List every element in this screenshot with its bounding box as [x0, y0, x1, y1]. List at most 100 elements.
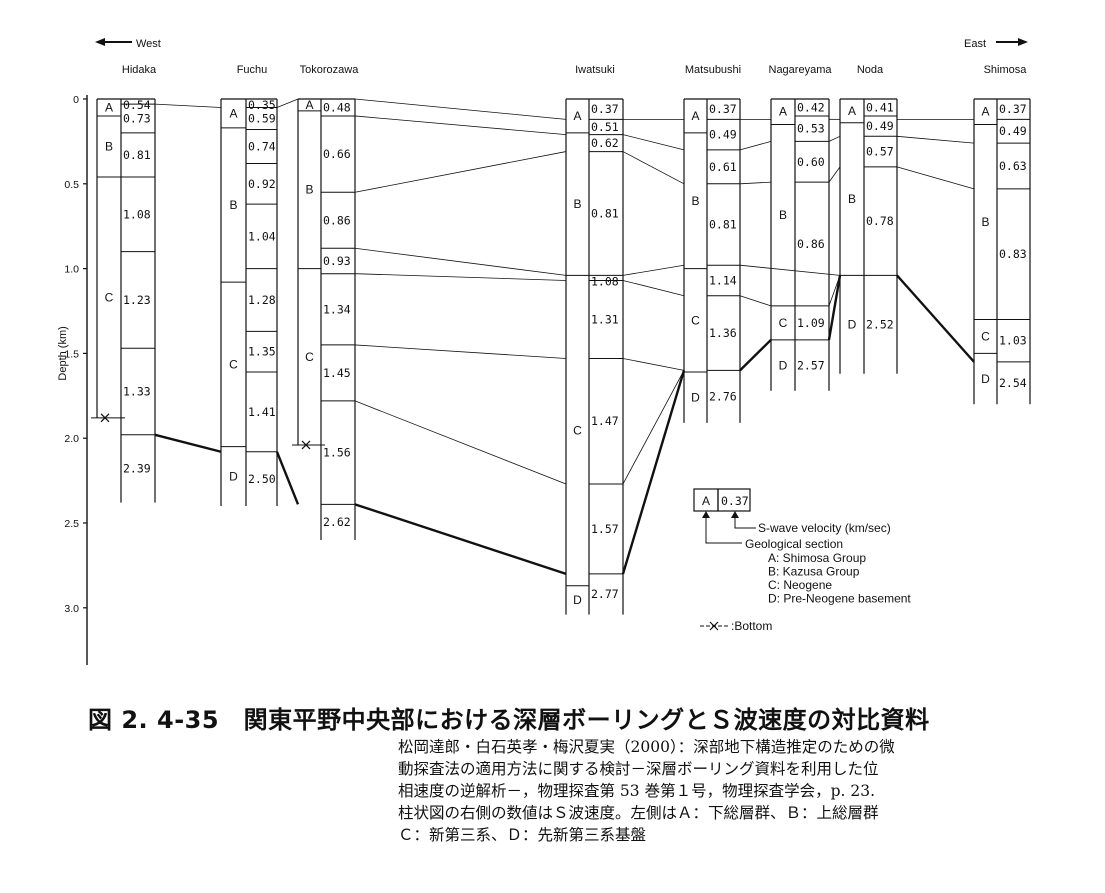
velocity-value: 0.61: [709, 160, 737, 174]
velocity-value: 1.41: [248, 405, 276, 419]
geology-label: A: [691, 109, 699, 123]
west-label: West: [136, 38, 161, 50]
correlation-line: [354, 247, 567, 276]
geology-label: D: [229, 469, 238, 483]
correlation-line: [739, 181, 772, 185]
legend-item: A: Shimosa Group: [768, 551, 866, 565]
legend-item: D: Pre-Neogene basement: [768, 592, 911, 606]
velocity-value: 2.52: [866, 318, 894, 332]
geology-label: A: [981, 105, 989, 119]
source-line: 相速度の逆解析－，物理探査第 53 巻第１号，物理探査学会，p. 23.: [398, 782, 876, 800]
velocity-value: 0.62: [591, 136, 619, 150]
correlation-line: [354, 344, 567, 359]
legend-bottom-caption: :Bottom: [731, 619, 772, 633]
velocity-value: 0.37: [591, 102, 619, 116]
velocity-value: 0.49: [866, 119, 894, 133]
correlation-line: [896, 166, 975, 190]
correlation-line: [622, 134, 685, 151]
velocity-value: 1.23: [123, 293, 151, 307]
velocity-value: 2.54: [999, 376, 1027, 390]
velocity-value: 0.92: [248, 177, 276, 191]
geology-label: D: [573, 593, 582, 607]
velocity-value: 1.31: [591, 312, 619, 326]
velocity-value: 1.34: [323, 302, 351, 316]
velocity-value: 1.03: [999, 334, 1027, 348]
borehole-tokorozawa: TokorozawaABC0.480.660.860.931.341.451.5…: [292, 64, 359, 540]
velocity-value: 2.50: [248, 472, 276, 486]
geology-label: C: [981, 329, 990, 343]
arrow-up-icon: [731, 511, 739, 518]
velocity-value: 1.47: [591, 414, 619, 428]
geology-label: A: [305, 98, 313, 112]
correlation-line: [739, 295, 772, 307]
geology-label: C: [691, 313, 700, 327]
axis-title: Depth (km): [57, 326, 69, 380]
correlation-line: [622, 264, 685, 276]
velocity-value: 1.57: [591, 522, 619, 536]
geology-label: A: [848, 104, 856, 118]
correlation-line: [354, 273, 567, 281]
velocity-value: 0.41: [866, 100, 894, 114]
velocity-value: 1.04: [248, 229, 276, 243]
geology-label: D: [981, 372, 990, 386]
velocity-value: 0.51: [591, 120, 619, 134]
velocity-value: 0.78: [866, 214, 894, 228]
velocity-value: 1.35: [248, 345, 276, 359]
basement-correlation-line: [275, 451, 300, 505]
east-label: East: [964, 38, 986, 50]
velocity-value: 0.37: [709, 102, 737, 116]
velocity-value: 0.66: [323, 147, 351, 161]
borehole-name: Hidaka: [122, 64, 157, 76]
velocity-value: 1.08: [123, 207, 151, 221]
geology-label: C: [105, 290, 114, 304]
geology-label: D: [779, 358, 788, 372]
velocity-value: 1.33: [123, 385, 151, 399]
borehole-columns: HidakaABC0.540.730.811.081.231.332.39Fuc…: [91, 64, 1031, 615]
bottom-marker-cross: [301, 440, 311, 450]
velocity-value: 0.37: [999, 102, 1027, 116]
geology-label: B: [105, 139, 113, 153]
velocity-value: 0.57: [866, 145, 894, 159]
source-line: Ｃ：新第三系、Ｄ：先新第三系基盤: [398, 826, 647, 844]
basement-correlation-line: [827, 275, 842, 341]
correlation-line: [739, 141, 772, 151]
velocity-value: 0.35: [248, 98, 276, 112]
axis-tick-label: 2.0: [64, 433, 79, 445]
borehole-name: Nagareyama: [769, 64, 833, 76]
basement-correlation-line: [621, 370, 686, 575]
correlation-line: [354, 98, 567, 120]
velocity-value: 2.76: [709, 390, 737, 404]
correlation-line: [739, 264, 841, 276]
correlation-line: [896, 135, 975, 144]
correlation-lines: [154, 98, 975, 576]
velocity-value: 0.54: [123, 98, 151, 112]
velocity-value: 2.77: [591, 587, 619, 601]
legend-velocity-caption: S-wave velocity (km/sec): [758, 521, 891, 535]
legend-velocity-pointer: [734, 514, 756, 529]
borehole-fuchu: FuchuABCD0.350.590.740.921.041.281.351.4…: [220, 64, 278, 507]
velocity-value: 1.09: [797, 316, 825, 330]
geology-label: B: [229, 198, 237, 212]
correlation-line: [622, 280, 685, 297]
figure-caption: 図 2. 4-35 関東平野中央部における深層ボーリングとＳ波速度の対比資料: [88, 706, 930, 734]
velocity-value: 2.57: [797, 358, 825, 372]
correlation-line: [354, 400, 567, 485]
arrow-up-icon: [702, 511, 710, 518]
velocity-value: 0.49: [999, 124, 1027, 138]
legend-section-pointer: [705, 514, 742, 544]
velocity-value: 0.48: [323, 100, 351, 114]
borehole-name: Shimosa: [984, 64, 1028, 76]
geology-label: A: [105, 100, 113, 114]
geology-label: B: [305, 183, 313, 197]
geology-label: B: [573, 197, 581, 211]
legend-velocity-box: [717, 488, 751, 512]
velocity-value: 0.81: [591, 206, 619, 220]
axis-tick-label: 2.5: [64, 518, 79, 530]
velocity-value: 1.36: [709, 326, 737, 340]
geology-label: D: [691, 390, 700, 404]
borehole-iwatsuki: IwatsukiABCD0.370.510.620.811.081.311.47…: [565, 64, 624, 615]
